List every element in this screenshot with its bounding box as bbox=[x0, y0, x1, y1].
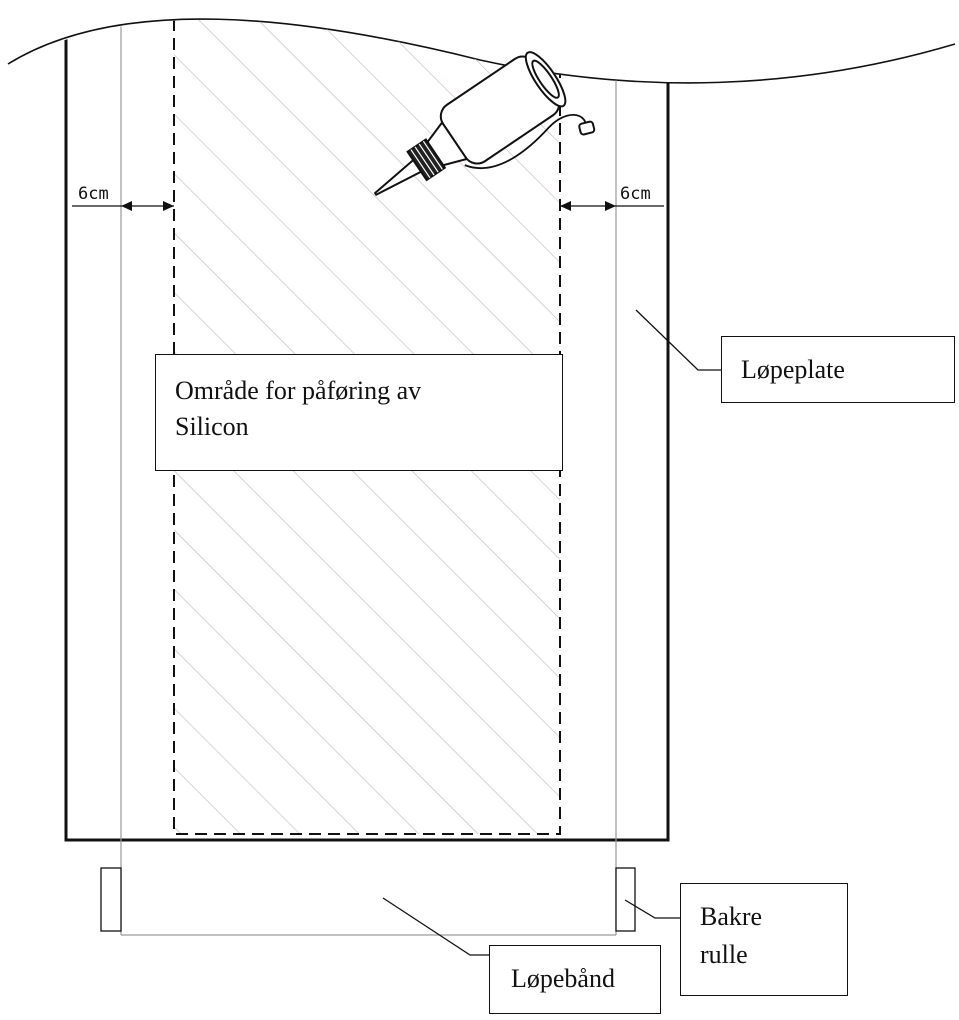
dimension-left: 6cm bbox=[72, 184, 174, 211]
roller-end-right bbox=[615, 867, 636, 932]
running-plate-label: Løpeplate bbox=[721, 336, 955, 403]
application-area-label-line2: Silicon bbox=[175, 412, 249, 441]
rear-roller-label-line1: Bakre bbox=[700, 902, 763, 931]
running-belt-label-text: Løpebånd bbox=[511, 964, 615, 993]
leader-running-plate bbox=[635, 309, 721, 371]
leader-running-belt bbox=[382, 897, 489, 956]
rear-roller-label-line2: rulle bbox=[700, 940, 748, 969]
running-plate-label-text: Løpeplate bbox=[741, 355, 845, 384]
application-area-label: Område for påføring av Silicon bbox=[155, 354, 563, 471]
dimension-right: 6cm bbox=[560, 184, 664, 211]
application-area-label-line1: Område for påføring av bbox=[175, 376, 422, 405]
running-plate bbox=[64, 19, 670, 842]
roller-end-left bbox=[100, 867, 122, 932]
rear-roller-label: Bakre rulle bbox=[680, 883, 848, 996]
silicone-bottle-icon bbox=[373, 51, 596, 197]
leader-rear-roller bbox=[624, 899, 680, 919]
dimension-left-label: 6cm bbox=[78, 184, 109, 204]
dimension-right-label: 6cm bbox=[620, 184, 651, 204]
running-belt-label: Løpebånd bbox=[489, 945, 661, 1014]
